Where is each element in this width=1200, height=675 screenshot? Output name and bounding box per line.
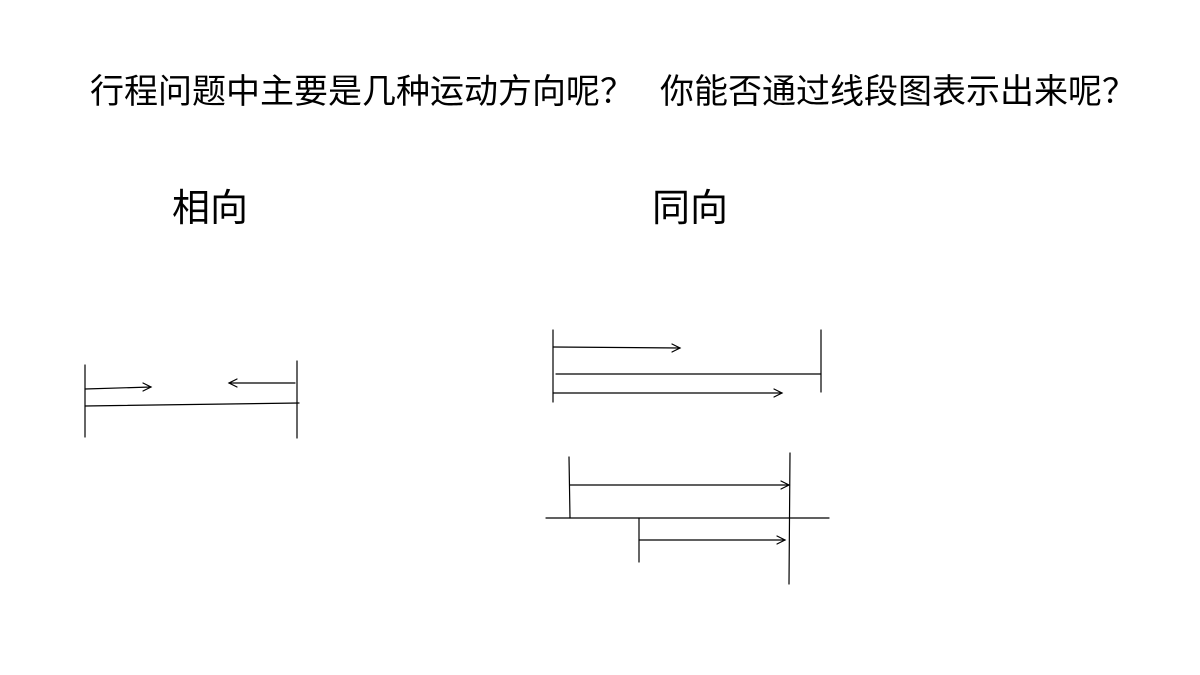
opposite-total-distance-line xyxy=(84,402,300,407)
opposite-leftward-arrow xyxy=(227,378,296,388)
question-part-1: 行程问题中主要是几种运动方向呢？ xyxy=(90,72,634,112)
same2-left-end-mark xyxy=(568,456,571,519)
heading-opposite-direction: 相向 xyxy=(172,186,249,230)
same2-lower-arrow xyxy=(638,535,787,545)
same2-right-end-mark xyxy=(788,452,791,585)
same2-upper-arrow xyxy=(569,480,791,490)
same1-short-arrow xyxy=(552,343,682,353)
heading-same-direction: 同向 xyxy=(652,186,729,230)
same1-long-arrow xyxy=(552,388,784,398)
question-text: 行程问题中主要是几种运动方向呢？ 你能否通过线段图表示出来呢？ xyxy=(90,70,1136,114)
question-part-2: 你能否通过线段图表示出来呢？ xyxy=(660,72,1136,112)
opposite-rightward-arrow xyxy=(84,382,153,392)
opposite-direction-diagram xyxy=(84,360,300,439)
same-direction-diagram-2 xyxy=(545,452,830,585)
same-direction-diagram-1 xyxy=(552,329,822,403)
